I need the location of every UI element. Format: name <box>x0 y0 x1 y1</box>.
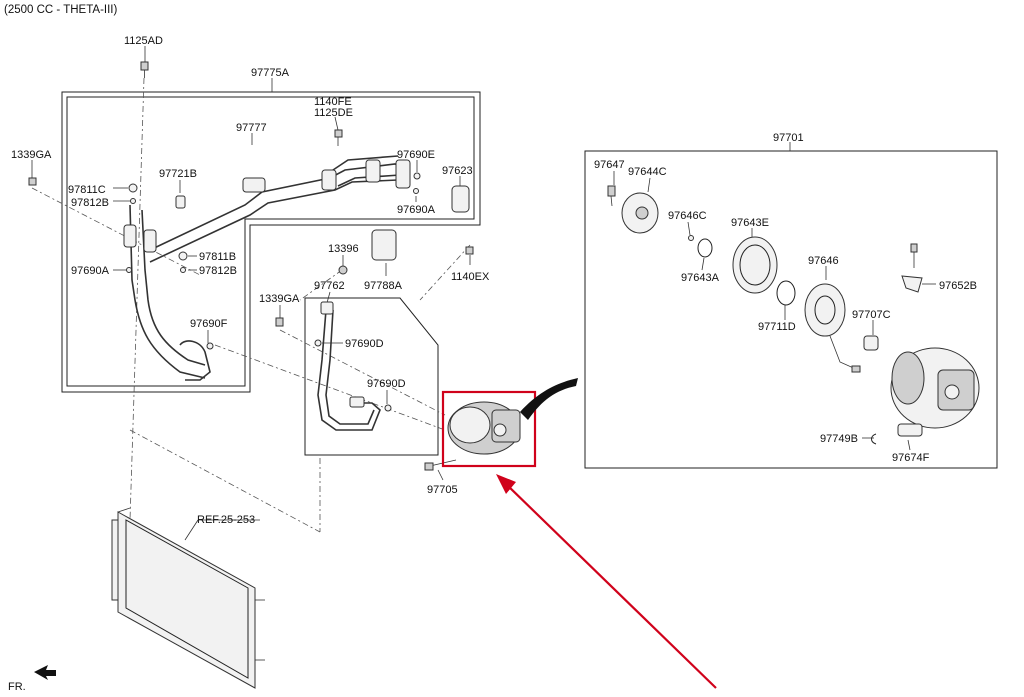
pressure-transducer <box>451 185 470 213</box>
label-97647: 97647 <box>594 159 625 171</box>
label-97690F: 97690F <box>190 318 228 330</box>
compressor-detail-frame <box>584 150 998 469</box>
sensor-97788A <box>371 229 397 261</box>
front-arrow-icon <box>34 665 56 680</box>
label-97646C: 97646C <box>668 210 707 222</box>
suction-hose-assembly <box>123 155 411 381</box>
label-97762: 97762 <box>314 280 345 292</box>
discharge-hose-frame <box>304 297 439 456</box>
label-97652B: 97652B <box>939 280 977 292</box>
pointer-callout <box>520 378 578 420</box>
label-1339GA-left: 1339GA <box>11 149 52 161</box>
highlight-box <box>441 390 537 468</box>
label-1125DE: 1125DE <box>314 107 353 119</box>
label-97788A: 97788A <box>364 280 403 292</box>
hose-assembly-inner-frame <box>66 96 475 387</box>
label-97690D-upper: 97690D <box>345 338 384 350</box>
label-front: FR. <box>8 681 26 693</box>
label-97643E: 97643E <box>731 217 769 229</box>
label-97777: 97777 <box>236 122 267 134</box>
label-97707C: 97707C <box>852 309 891 321</box>
red-arrow <box>496 474 717 689</box>
label-13396: 13396 <box>328 243 359 255</box>
leader-lines <box>31 46 936 541</box>
label-1125AD: 1125AD <box>124 35 163 47</box>
label-97811C: 97811C <box>68 184 106 196</box>
label-97690A-lower: 97690A <box>71 265 110 277</box>
condenser <box>111 507 265 689</box>
label-97749B: 97749B <box>820 433 858 445</box>
label-97812B-upper: 97812B <box>71 197 109 209</box>
label-1140FE: 1140FE <box>314 96 352 108</box>
label-1140EX: 1140EX <box>451 271 490 283</box>
label-97690E: 97690E <box>397 149 435 161</box>
discharge-hose <box>317 301 381 431</box>
label-97623: 97623 <box>442 165 473 177</box>
label-97644C: 97644C <box>628 166 667 178</box>
label-97811B: 97811B <box>199 251 236 263</box>
part-labels: 1125AD 97775A 1140FE 1125DE 97777 1339GA… <box>8 35 977 693</box>
label-97701: 97701 <box>773 132 804 144</box>
label-97690A-upper: 97690A <box>397 204 436 216</box>
label-ref-25-253: REF.25-253 <box>197 514 255 526</box>
engine-title: (2500 CC - THETA-III) <box>4 4 117 16</box>
label-97705: 97705 <box>427 484 458 496</box>
compressor-97705 <box>424 401 521 471</box>
label-97711D: 97711D <box>758 321 796 333</box>
label-97812B-lower: 97812B <box>199 265 237 277</box>
label-97721B: 97721B <box>159 168 197 180</box>
label-1339GA-right: 1339GA <box>259 293 300 305</box>
label-97690D-lower: 97690D <box>367 378 406 390</box>
hose-assembly-frame <box>61 91 481 393</box>
fasteners <box>28 61 474 412</box>
label-97775A: 97775A <box>251 67 290 79</box>
label-97674F: 97674F <box>892 452 930 464</box>
label-97643A: 97643A <box>681 272 720 284</box>
compressor-exploded-parts <box>607 185 980 445</box>
label-97646: 97646 <box>808 255 839 267</box>
reference-lines <box>31 77 471 533</box>
